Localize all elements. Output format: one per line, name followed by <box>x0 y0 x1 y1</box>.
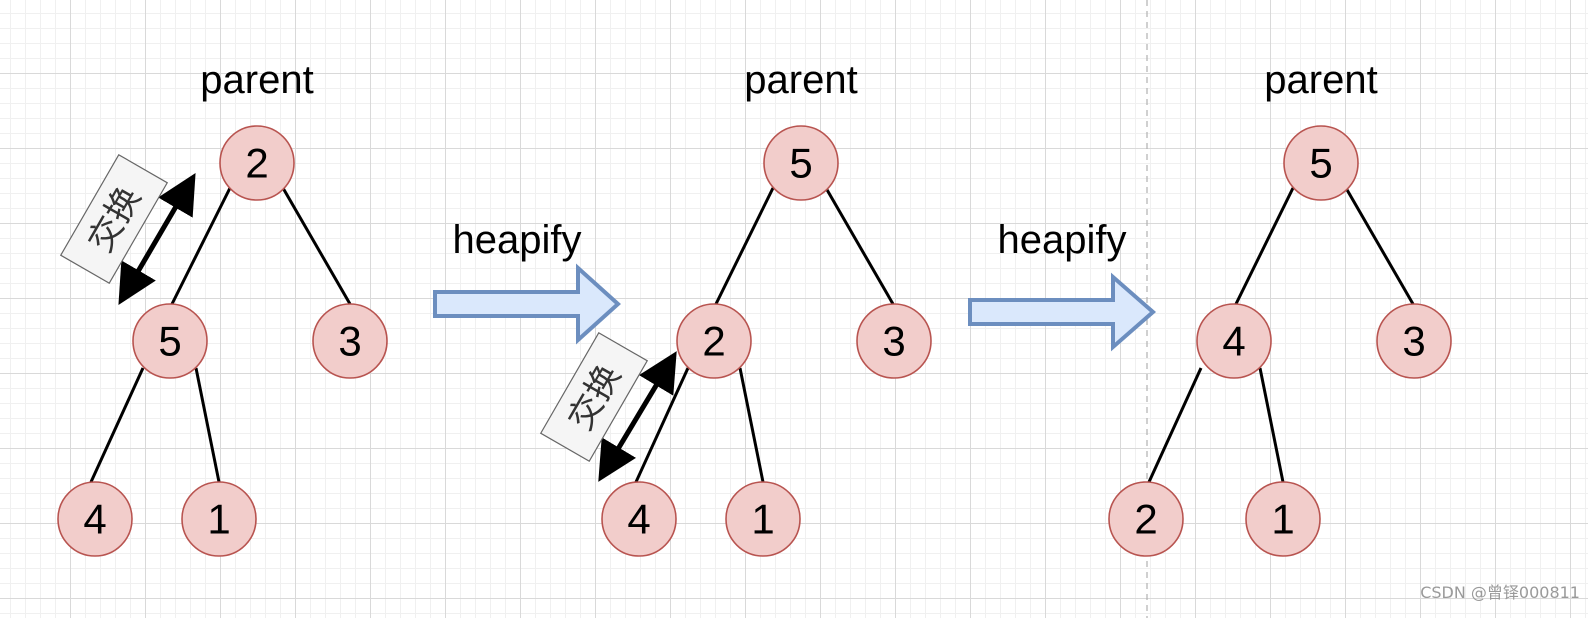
swap-arrow <box>118 173 196 305</box>
edge-root-left <box>1234 187 1295 305</box>
swap-label-box: 交换 <box>539 331 649 463</box>
edge-root-right <box>824 187 895 305</box>
tree-node-left-left: 2 <box>1108 481 1184 557</box>
tree-node-left: 2 <box>676 303 752 379</box>
swap-arrow <box>598 351 677 482</box>
svg-text:4: 4 <box>1222 318 1245 365</box>
tree-node-left-left: 4 <box>57 481 133 557</box>
tree-node-right: 3 <box>856 303 932 379</box>
edge-root-left <box>714 187 775 305</box>
tree-node-left-right: 1 <box>1245 481 1321 557</box>
parent-label: parent <box>200 58 313 102</box>
tree-node-right: 3 <box>312 303 388 379</box>
svg-text:2: 2 <box>1134 496 1157 543</box>
edge-root-right <box>1344 187 1415 305</box>
svg-text:5: 5 <box>789 140 812 187</box>
svg-text:4: 4 <box>627 496 650 543</box>
svg-text:1: 1 <box>751 496 774 543</box>
svg-text:1: 1 <box>207 496 230 543</box>
tree-node-right: 3 <box>1376 303 1452 379</box>
tree-panel-1: parent 交换 2 5 3 4 1 <box>57 58 388 557</box>
tree-panel-2: parent 交换 5 2 3 4 1 <box>539 58 932 557</box>
heapify-arrow-2: heapify <box>968 218 1157 352</box>
heapify-label: heapify <box>998 218 1127 262</box>
svg-text:3: 3 <box>1402 318 1425 365</box>
tree-node-left-left: 4 <box>601 481 677 557</box>
svg-text:4: 4 <box>83 496 106 543</box>
svg-text:3: 3 <box>338 318 361 365</box>
tree-node-left-right: 1 <box>725 481 801 557</box>
edge-root-left <box>170 187 232 305</box>
tree-node-root: 2 <box>219 125 295 201</box>
svg-text:2: 2 <box>245 140 268 187</box>
svg-text:1: 1 <box>1271 496 1294 543</box>
edge-root-right <box>281 187 352 305</box>
parent-label: parent <box>744 58 857 102</box>
watermark: CSDN @曾铎000811 <box>1420 583 1580 602</box>
tree-node-root: 5 <box>763 125 839 201</box>
edge-left-rightchild <box>738 367 765 483</box>
tree-node-left: 4 <box>1196 303 1272 379</box>
heapify-arrow-1: heapify <box>433 218 621 345</box>
svg-text:2: 2 <box>702 318 725 365</box>
heapify-label: heapify <box>453 218 582 262</box>
tree-panel-3: parent 5 4 3 2 1 <box>1108 58 1452 557</box>
svg-text:5: 5 <box>158 318 181 365</box>
tree-node-root: 5 <box>1283 125 1359 201</box>
tree-node-left-right: 1 <box>181 481 257 557</box>
edge-left-rightchild <box>1258 367 1285 483</box>
edge-left-leftchild <box>634 367 690 483</box>
tree-node-left: 5 <box>132 303 208 379</box>
edge-left-leftchild <box>89 367 145 483</box>
swap-label-box: 交换 <box>59 153 169 285</box>
svg-text:5: 5 <box>1309 140 1332 187</box>
parent-label: parent <box>1264 58 1377 102</box>
edge-left-rightchild <box>194 367 221 483</box>
edge-left-leftchild <box>1147 367 1203 483</box>
svg-text:3: 3 <box>882 318 905 365</box>
